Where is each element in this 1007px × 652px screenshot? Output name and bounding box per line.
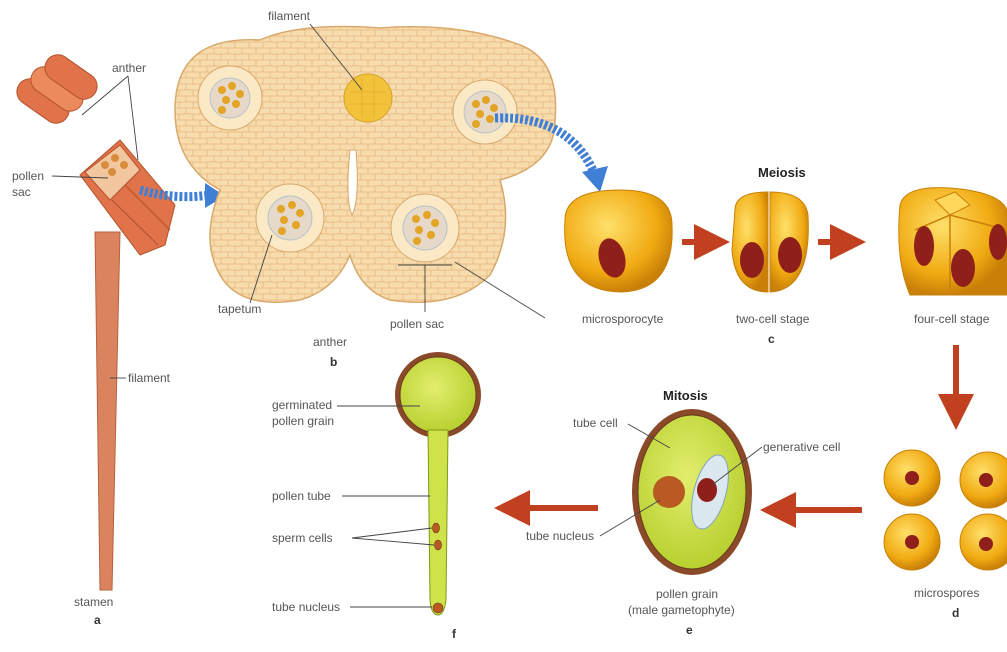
germinated-pollen-grain xyxy=(395,352,481,615)
label-sperm-cells: sperm cells xyxy=(272,531,333,545)
panel-letter-d: d xyxy=(952,606,959,620)
anther-lobes xyxy=(12,50,102,129)
microspores-group xyxy=(884,450,1007,570)
filament-tissue xyxy=(344,74,392,122)
label-anther-b: anther xyxy=(313,335,347,349)
label-anther-top: anther xyxy=(112,61,146,75)
pollen-sac-upper-left xyxy=(198,66,262,130)
label-pollen-sac-line2: sac xyxy=(12,185,31,199)
pollen-sac-lower-right xyxy=(391,194,459,262)
microsporocyte-cell xyxy=(565,190,673,292)
two-cell-stage xyxy=(732,192,808,292)
label-tube-cell: tube cell xyxy=(573,416,618,430)
label-mitosis: Mitosis xyxy=(663,388,708,403)
blue-arrow-to-anther xyxy=(140,190,210,197)
label-microspores: microspores xyxy=(914,586,979,600)
label-stamen: stamen xyxy=(74,595,113,609)
label-meiosis: Meiosis xyxy=(758,165,806,180)
pollen-grain-cell xyxy=(632,409,752,575)
panel-letter-b: b xyxy=(330,355,337,369)
label-microsporocyte: microsporocyte xyxy=(582,312,664,326)
label-two-cell-stage: two-cell stage xyxy=(736,312,810,326)
label-tube-nucleus-f: tube nucleus xyxy=(272,600,340,614)
pollen-sac-upper-right xyxy=(453,80,517,144)
label-germinated-line2: pollen grain xyxy=(272,414,334,428)
panel-letter-e: e xyxy=(686,623,693,637)
label-pollen-grain: pollen grain xyxy=(656,587,718,601)
label-four-cell-stage: four-cell stage xyxy=(914,312,990,326)
label-tube-nucleus-e: tube nucleus xyxy=(526,529,594,543)
label-filament-stamen: filament xyxy=(128,371,171,385)
label-germinated-line1: germinated xyxy=(272,398,332,412)
pollen-sac-lower-left xyxy=(256,184,324,252)
label-filament-b: filament xyxy=(268,9,311,23)
panel-letter-c: c xyxy=(768,332,775,346)
label-tapetum: tapetum xyxy=(218,302,261,316)
label-pollen-sac-b: pollen sac xyxy=(390,317,444,331)
four-cell-stage xyxy=(899,188,1007,295)
anther-cross-section xyxy=(175,27,608,303)
label-male-gametophyte: (male gametophyte) xyxy=(628,603,735,617)
panel-letter-f: f xyxy=(452,627,457,641)
label-pollen-sac-line1: pollen xyxy=(12,169,44,183)
label-pollen-tube: pollen tube xyxy=(272,489,331,503)
label-generative-cell: generative cell xyxy=(763,440,840,454)
panel-letter-a: a xyxy=(94,613,101,627)
